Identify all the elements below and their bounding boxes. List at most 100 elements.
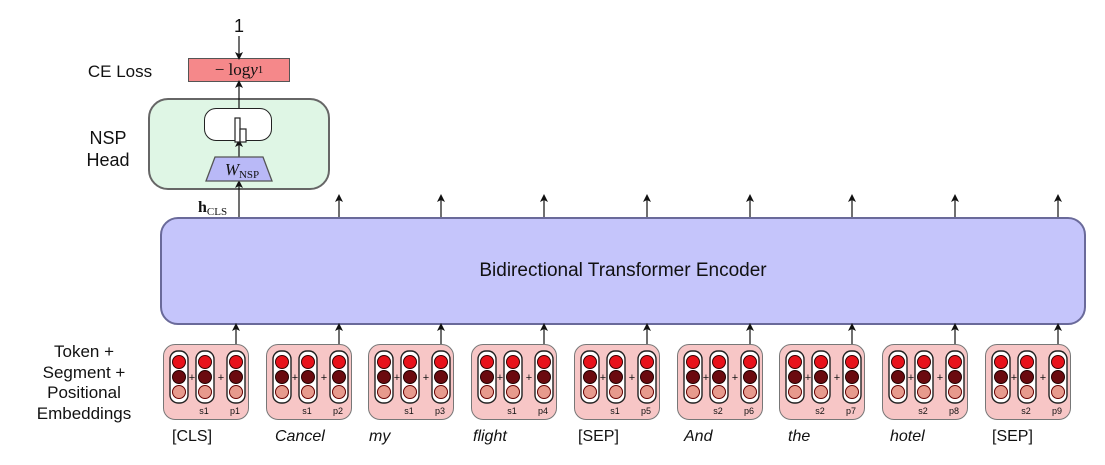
plus-sign: +	[732, 372, 738, 384]
embedding-vector-dim-3	[814, 385, 828, 399]
plus-sign: +	[1040, 372, 1046, 384]
position-label: p7	[845, 406, 856, 416]
embedding-vector-dim-1	[301, 355, 315, 369]
embedding-vector-dim-3	[686, 385, 700, 399]
weight-subscript: NSP	[238, 169, 260, 181]
embedding-vector-dim-1	[743, 355, 757, 369]
embedding-vector-dim-1	[537, 355, 551, 369]
segment-label: s2	[815, 406, 825, 416]
plus-sign: +	[937, 372, 943, 384]
embedding-vector-dim-1	[172, 355, 186, 369]
embedding-vectors: ++	[169, 350, 246, 404]
segment-label: s1	[610, 406, 620, 416]
embedding-box: ++	[779, 344, 865, 420]
embedding-vector-dim-1	[948, 355, 962, 369]
token-label: Cancel	[275, 428, 325, 445]
plus-sign: +	[1011, 372, 1017, 384]
embedding-vector-dim-3	[506, 385, 520, 399]
segment-label: s1	[507, 406, 517, 416]
embedding-box: ++	[266, 344, 352, 420]
embedding-vector-dim-3	[275, 385, 289, 399]
plus-sign: +	[497, 372, 503, 384]
embedding-vector-dim-2	[537, 370, 551, 384]
segment-label: s2	[918, 406, 928, 416]
token-label: And	[684, 428, 713, 445]
embedding-vector-dim-1	[891, 355, 905, 369]
embeddings-label-line1: Token +	[53, 342, 114, 361]
embedding-vector-dim-2	[198, 370, 212, 384]
embedding-vector-dim-3	[332, 385, 346, 399]
embedding-vector-dim-1	[712, 355, 726, 369]
embedding-vector-dim-1	[845, 355, 859, 369]
embedding-vector-dim-1	[788, 355, 802, 369]
embedding-vector-dim-1	[609, 355, 623, 369]
embedding-vector-dim-1	[434, 355, 448, 369]
embedding-vector-dim-2	[994, 370, 1008, 384]
position-label: p2	[332, 406, 343, 416]
embedding-vector-dim-3	[301, 385, 315, 399]
token-label: my	[369, 428, 391, 445]
embedding-vectors: ++	[374, 350, 451, 404]
token-label: [SEP]	[992, 428, 1033, 445]
embedding-vector-dim-1	[640, 355, 654, 369]
plus-sign: +	[321, 372, 327, 384]
embedding-vector-dim-2	[229, 370, 243, 384]
segment-label: s2	[713, 406, 723, 416]
embedding-vector-dim-1	[275, 355, 289, 369]
embedding-vector-dim-3	[172, 385, 186, 399]
embedding-vectors: ++	[272, 350, 349, 404]
cls-hidden-label: hCLS	[198, 199, 227, 218]
weight-trapezoid	[205, 156, 273, 182]
embedding-vector-dim-2	[377, 370, 391, 384]
embedding-vector-dim-2	[583, 370, 597, 384]
segment-label: s1	[302, 406, 312, 416]
transformer-encoder: Bidirectional Transformer Encoder	[160, 217, 1086, 325]
embedding-vector-dim-3	[788, 385, 802, 399]
embedding-vector-dim-3	[229, 385, 243, 399]
target-label: 1	[233, 16, 244, 36]
embeddings-label-line4: Embeddings	[36, 403, 132, 423]
embedding-vector-dim-1	[377, 355, 391, 369]
embedding-vector-dim-3	[377, 385, 391, 399]
token-label: [SEP]	[578, 428, 619, 445]
ce-loss-label: CE Loss	[87, 62, 153, 81]
embedding-vector-dim-3	[948, 385, 962, 399]
position-label: p1	[229, 406, 240, 416]
cls-hidden-subscript: CLS	[206, 206, 228, 218]
loss-variable: y	[250, 60, 258, 79]
embedding-box: ++	[163, 344, 249, 420]
position-label: p8	[948, 406, 959, 416]
embedding-vector-dim-3	[537, 385, 551, 399]
embedding-vector-dim-2	[640, 370, 654, 384]
embedding-vector-dim-3	[609, 385, 623, 399]
embedding-vector-dim-2	[1020, 370, 1034, 384]
position-label: p4	[537, 406, 548, 416]
embedding-vectors: ++	[785, 350, 862, 404]
embedding-vector-dim-2	[275, 370, 289, 384]
embedding-vector-dim-1	[332, 355, 346, 369]
embedding-vector-dim-1	[506, 355, 520, 369]
embedding-vector-dim-1	[994, 355, 1008, 369]
plus-sign: +	[218, 372, 224, 384]
embedding-vector-dim-2	[403, 370, 417, 384]
segment-label: s1	[199, 406, 209, 416]
embedding-box: ++	[677, 344, 763, 420]
embedding-box: ++	[471, 344, 557, 420]
embedding-vector-dim-2	[948, 370, 962, 384]
embedding-vector-dim-3	[917, 385, 931, 399]
plus-sign: +	[292, 372, 298, 384]
token-label: hotel	[890, 428, 925, 445]
embedding-box: ++	[985, 344, 1071, 420]
embedding-box: ++	[368, 344, 454, 420]
token-label: flight	[473, 428, 507, 445]
embedding-vector-dim-3	[891, 385, 905, 399]
embedding-vector-dim-1	[917, 355, 931, 369]
softmax-bars-icon	[234, 117, 247, 143]
embedding-vector-dim-2	[434, 370, 448, 384]
embedding-vector-dim-2	[814, 370, 828, 384]
encoder-output-arrows	[335, 194, 1062, 217]
embedding-box: ++	[574, 344, 660, 420]
embedding-vector-dim-2	[788, 370, 802, 384]
embedding-vectors: ++	[683, 350, 760, 404]
